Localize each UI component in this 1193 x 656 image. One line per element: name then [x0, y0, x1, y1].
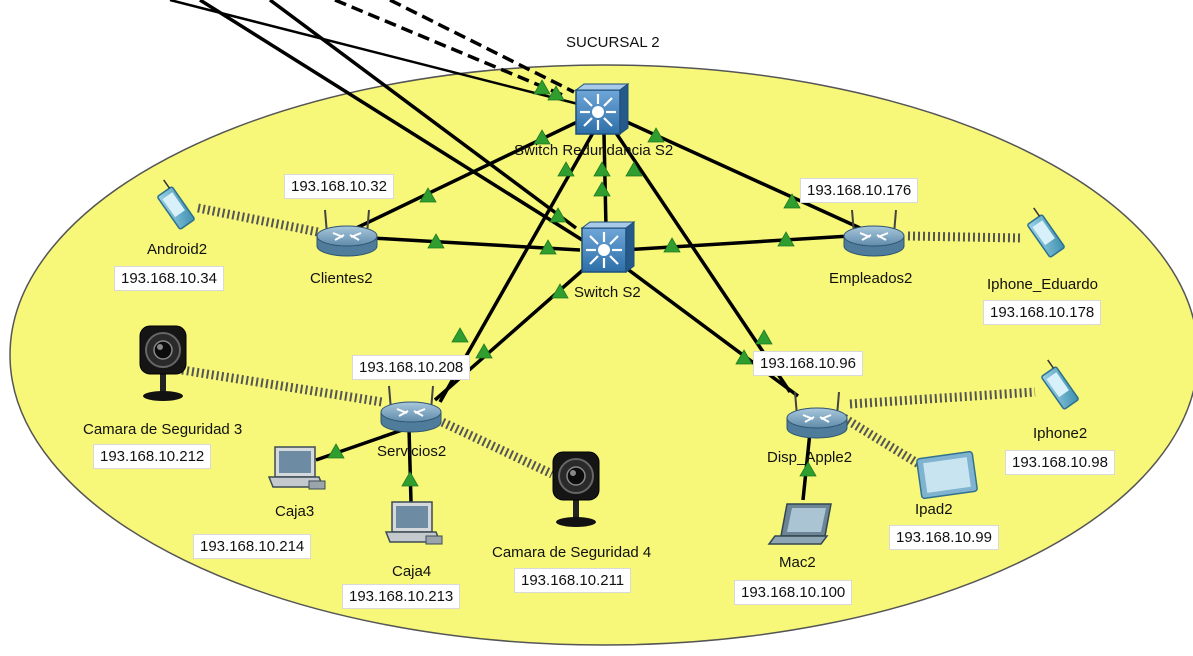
camara3-ip: 193.168.10.212: [93, 444, 212, 469]
iphone2-ip: 193.168.10.98: [1005, 450, 1115, 475]
iphone-eduardo-label: Iphone_Eduardo: [987, 276, 1098, 293]
empleados2-ip: 193.168.10.176: [800, 178, 919, 203]
mac2-ip: 193.168.10.100: [734, 580, 853, 605]
iphone2-label: Iphone2: [1033, 425, 1088, 442]
clientes2-label: Clientes2: [310, 270, 373, 287]
area-title: SUCURSAL 2: [566, 34, 660, 51]
android2-ip: 193.168.10.34: [114, 266, 224, 291]
empleados2-label: Empleados2: [829, 270, 913, 287]
external-dashed-links: [334, 0, 575, 98]
caja3-ip: 193.168.10.214: [193, 534, 312, 559]
camara4-ip: 193.168.10.211: [514, 568, 632, 593]
switch-s2-icon[interactable]: [580, 220, 636, 274]
wireless-links: [181, 203, 1036, 479]
switch-redundancia-label: Switch Redundancia S2: [514, 142, 674, 159]
area-ellipse: [9, 64, 1193, 646]
ipad2-tablet-icon[interactable]: [915, 450, 979, 500]
mac2-label: Mac2: [779, 554, 816, 571]
ipad2-ip: 193.168.10.99: [889, 525, 999, 550]
switch-s2-label: Switch S2: [574, 284, 641, 301]
android2-label: Android2: [147, 241, 208, 258]
camara3-label: Camara de Seguridad 3: [83, 421, 243, 438]
ipad2-label: Ipad2: [915, 501, 953, 518]
disp-apple2-ip: 193.168.10.96: [753, 351, 863, 376]
caja4-ip: 193.168.10.213: [342, 584, 461, 609]
iphone-eduardo-ip: 193.168.10.178: [983, 300, 1102, 325]
servicios2-label: Servicios2: [377, 443, 447, 460]
disp-apple2-label: Disp_Apple2: [767, 449, 853, 466]
clientes2-ip: 193.168.10.32: [284, 174, 394, 199]
servicios2-ip: 193.168.10.208: [352, 355, 471, 380]
external-links: [169, 0, 596, 250]
camara4-label: Camara de Seguridad 4: [492, 544, 652, 561]
caja3-label: Caja3: [275, 503, 315, 520]
caja4-label: Caja4: [392, 563, 432, 580]
switch-redundancia-icon[interactable]: [574, 82, 630, 136]
